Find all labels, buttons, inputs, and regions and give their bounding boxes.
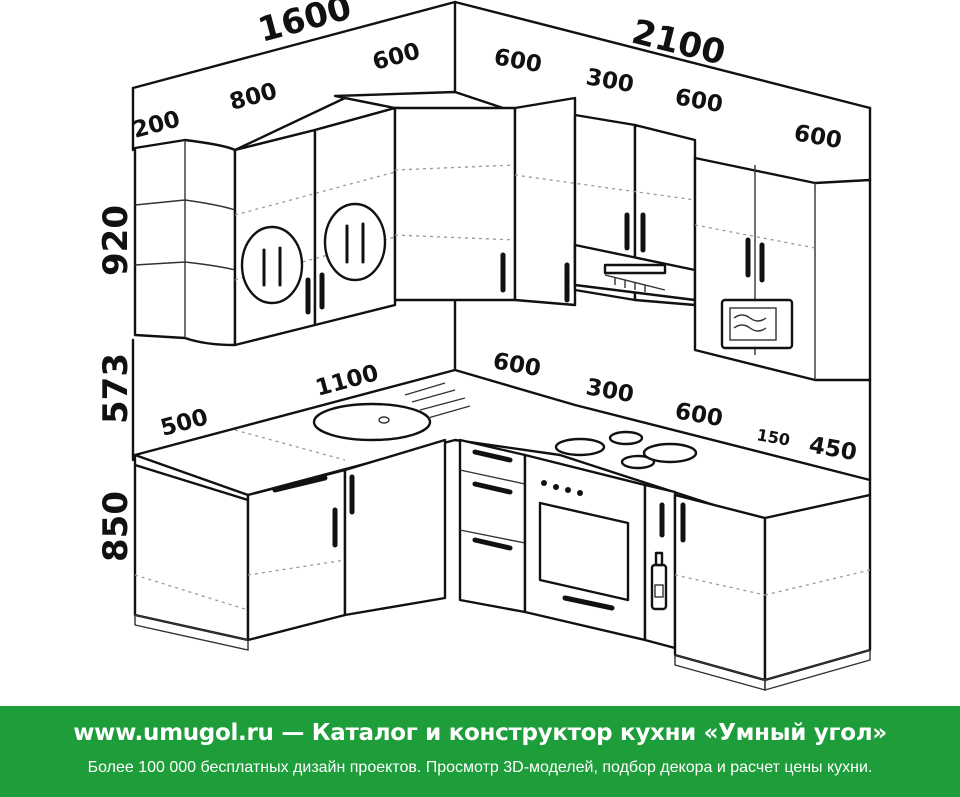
bottle-icon — [650, 551, 668, 611]
countertop — [133, 368, 872, 522]
dim-upper-hood: 300 — [584, 64, 636, 98]
dim-counter-corner: 600 — [491, 348, 543, 382]
dim-total-right: 2100 — [628, 12, 730, 74]
dim-upper-left: 800 — [227, 78, 280, 116]
dim-counter-end: 450 — [807, 432, 859, 466]
dim-height-upper: 920 — [96, 205, 136, 276]
hood-icon — [603, 263, 667, 292]
footer-title: www.umugol.ru — Каталог и конструктор ку… — [73, 720, 887, 746]
plate-icon-2 — [323, 202, 387, 282]
dim-upper-corner-right: 600 — [492, 44, 544, 78]
microwave-icon — [720, 298, 794, 350]
upper-cabinets-right — [513, 96, 872, 382]
dim-upper-mid: 600 — [673, 84, 725, 118]
plate-icon-1 — [240, 225, 304, 305]
dim-counter-bottle: 150 — [755, 425, 791, 450]
lower-cabinets — [133, 438, 872, 691]
dim-upper-end: 600 — [792, 120, 844, 154]
oven-icon — [523, 453, 647, 642]
sink-icon — [312, 382, 471, 442]
hob-icon — [554, 430, 698, 470]
dim-counter-stove: 600 — [673, 398, 725, 432]
dim-height-base: 850 — [96, 491, 136, 562]
dim-height-apron: 573 — [96, 353, 136, 424]
dim-upper-corner-left: 600 — [370, 38, 423, 76]
footer-banner: www.umugol.ru — Каталог и конструктор ку… — [0, 706, 960, 797]
upper-cabinets-left — [133, 96, 397, 347]
footer-subtitle: Более 100 000 бесплатных дизайн проектов… — [87, 759, 873, 776]
dim-upper-shelf: 200 — [130, 106, 183, 144]
kitchen-drawing: 1600 2100 200 800 600 600 300 600 600 92… — [96, 0, 872, 691]
dim-counter-drawers: 300 — [584, 374, 636, 408]
room-walls — [131, 0, 872, 482]
upper-corner-cabinet — [333, 90, 517, 302]
